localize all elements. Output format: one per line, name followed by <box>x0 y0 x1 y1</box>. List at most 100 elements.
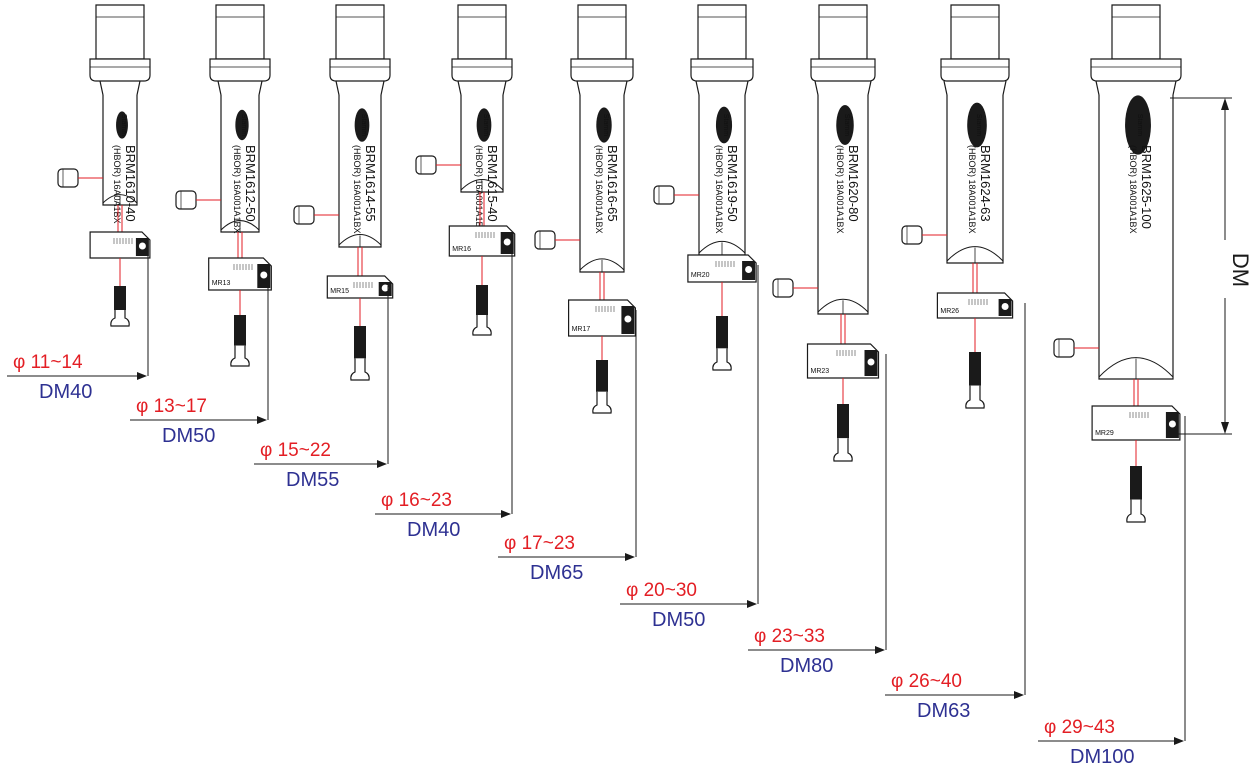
neck <box>814 80 872 96</box>
collar <box>690 58 754 82</box>
tool-model-label: BRM1620-80 <box>846 145 861 222</box>
side-pin <box>175 190 197 210</box>
screw-thread <box>114 286 126 310</box>
bore-range-label: φ 13~17 <box>136 396 207 417</box>
screw-head <box>350 358 370 381</box>
stamm-logo-text: Stamm <box>1136 114 1143 136</box>
insert <box>208 257 272 291</box>
tool-model-label: BRM1616-65 <box>605 145 620 222</box>
insert-label: MR15 <box>330 288 349 295</box>
screw-thread <box>596 360 608 392</box>
tool-spec-label: (HBOR) 18A001A1BX <box>967 145 977 234</box>
body-end-arc <box>817 298 869 313</box>
bore-range-label: φ 17~23 <box>504 533 575 554</box>
insert <box>806 343 880 379</box>
neck <box>943 80 1007 96</box>
insert-screw-hole <box>138 242 146 250</box>
tool-model-label: BRM1612-50 <box>243 145 258 222</box>
insert-label: MR23 <box>811 368 830 375</box>
bore-range-label: φ 26~40 <box>891 671 962 692</box>
insert-screw-hole <box>503 238 511 246</box>
body-end-arc <box>1098 357 1174 378</box>
insert-screw-hole <box>1001 303 1009 310</box>
stamm-logo <box>116 111 128 139</box>
body-end-arc <box>338 233 382 246</box>
insert <box>936 292 1014 319</box>
stamm-logo <box>836 105 854 145</box>
body-end-arc <box>460 178 504 191</box>
tool-spec-label: (HBOR) 16A001A1BX <box>594 145 604 234</box>
screw-thread <box>969 352 981 386</box>
neck <box>576 80 628 96</box>
screw-head <box>965 385 985 409</box>
screw-thread <box>476 285 488 315</box>
insert-screw-hole <box>867 358 875 366</box>
screw-thread <box>1130 466 1142 500</box>
bore-range-label: φ 23~33 <box>754 626 825 647</box>
shank <box>577 4 627 60</box>
tool-model-label: BRM1615-40 <box>485 145 500 222</box>
bore-range-label: φ 20~30 <box>626 580 697 601</box>
tool-spec-label: (HBOR) 18A001A1BX <box>835 145 845 234</box>
neck <box>457 80 507 96</box>
dm-label: DM40 <box>39 381 92 403</box>
insert-label: MR16 <box>452 246 471 253</box>
side-pin <box>534 230 556 250</box>
stamm-logo <box>1125 95 1151 155</box>
insert-label: MR29 <box>1095 430 1114 437</box>
collar <box>209 58 271 82</box>
neck <box>335 80 385 96</box>
shank <box>818 4 868 60</box>
side-pin <box>293 205 315 225</box>
stamm-logo-text: Stamm <box>482 114 489 136</box>
shank <box>95 4 145 60</box>
collar <box>329 58 391 82</box>
stamm-logo-text: Stamm <box>120 114 127 136</box>
bore-range-label: φ 15~22 <box>260 440 331 461</box>
tool-spec-label: (HBOR) 16A001A1BX <box>714 145 724 234</box>
screw-thread <box>354 326 366 359</box>
stamm-logo <box>354 108 370 142</box>
screw-head <box>712 348 732 371</box>
insert-screw-hole <box>624 315 632 323</box>
neck <box>1095 80 1177 96</box>
screw-thread <box>837 404 849 439</box>
insert <box>448 225 516 257</box>
shank <box>950 4 1000 60</box>
insert-screw-hole <box>381 284 389 292</box>
insert-label: MR13 <box>212 280 231 287</box>
body-end-arc <box>102 194 138 204</box>
stamm-logo <box>715 106 733 144</box>
screw-head <box>592 391 612 414</box>
screw-head <box>110 310 130 327</box>
bore-range-label: φ 11~14 <box>13 352 83 373</box>
stamm-logo-text: Stamm <box>975 114 982 136</box>
dm-label: DM65 <box>530 562 583 584</box>
insert-screw-hole <box>260 271 268 279</box>
stamm-logo-text: Stamm <box>602 114 609 136</box>
side-pin <box>1053 338 1075 358</box>
collar <box>89 58 151 82</box>
bore-range-label: φ 16~23 <box>381 490 452 511</box>
shank <box>697 4 747 60</box>
screw-thread <box>234 315 246 346</box>
stamm-logo <box>967 102 987 148</box>
dm-label: DM55 <box>286 469 339 491</box>
body-end-arc <box>946 246 1004 262</box>
tool-spec-label: (HBOR) 16A001A1BX <box>474 145 484 234</box>
insert <box>568 299 636 337</box>
